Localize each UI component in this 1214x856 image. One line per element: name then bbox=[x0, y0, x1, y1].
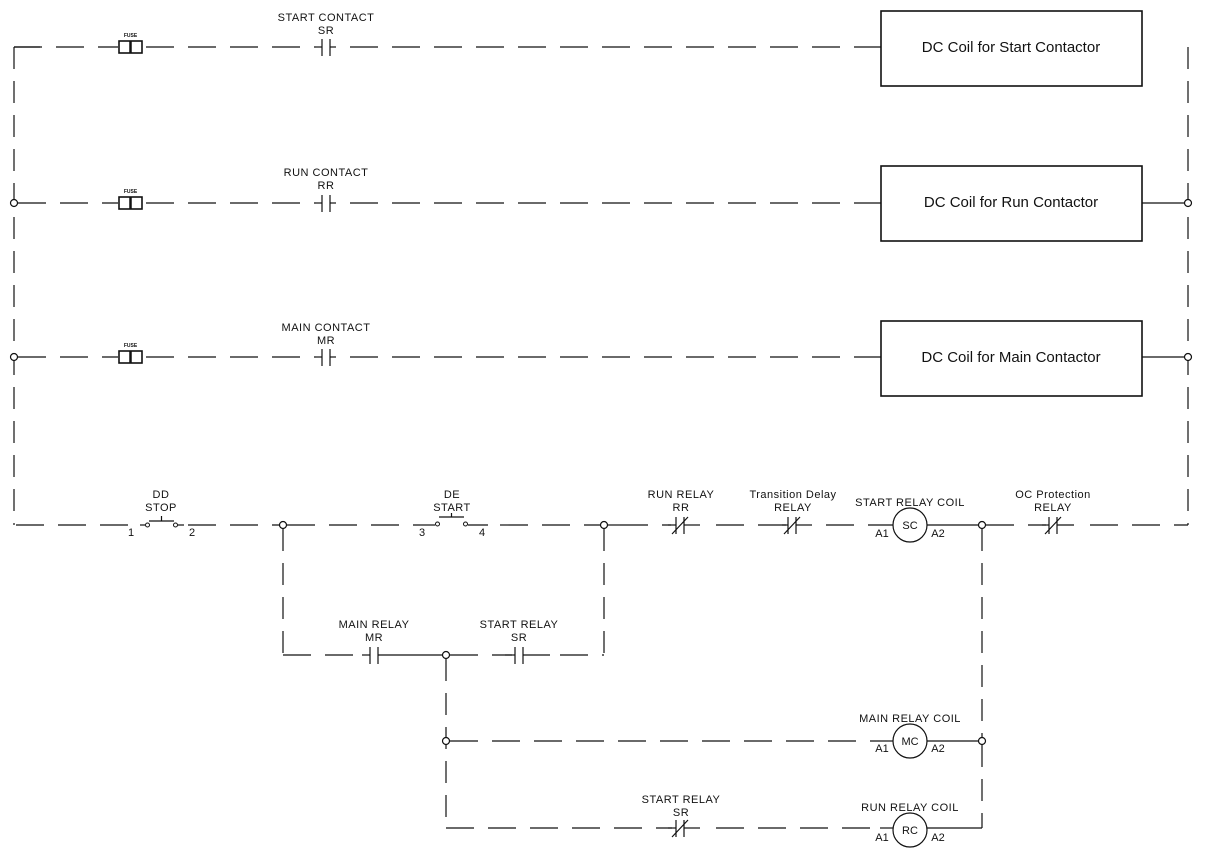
contact-title: START CONTACT bbox=[278, 12, 375, 24]
junction-node bbox=[441, 650, 451, 660]
normally-closed-contact-icon bbox=[668, 819, 700, 838]
stop-terminal-2: 2 bbox=[189, 527, 195, 539]
start-relay-coil-symbol: SC bbox=[902, 520, 917, 532]
main-relay-coil-symbol: MC bbox=[901, 736, 918, 748]
transition-delay-tag: RELAY bbox=[774, 502, 812, 514]
dc-coil-run-box bbox=[880, 165, 1143, 242]
dc-coil-run-label: DC Coil for Run Contactor bbox=[924, 194, 1098, 211]
junction-node bbox=[1183, 352, 1193, 362]
normally-open-contact-icon bbox=[362, 647, 410, 664]
start-relay-nc-title: START RELAY bbox=[642, 794, 721, 806]
contact-tag: RR bbox=[318, 180, 335, 192]
normally-open-contact-icon bbox=[316, 349, 336, 366]
contact-title: RUN CONTACT bbox=[284, 167, 369, 179]
start-relay-coil-a1: A1 bbox=[875, 528, 888, 540]
run-relay-coil-a1: A1 bbox=[875, 832, 888, 844]
oc-protection-tag: RELAY bbox=[1034, 502, 1072, 514]
fuse-label: FUSE bbox=[124, 343, 138, 349]
main-relay-tag: MR bbox=[365, 632, 383, 644]
run-coil-rung: START RELAY SR RC RUN RELAY COIL A1 A2 bbox=[446, 794, 982, 848]
seal-in-branch: MAIN RELAY MR START RELAY SR bbox=[282, 529, 605, 664]
contact-tag: MR bbox=[317, 335, 335, 347]
run-relay-coil-title: RUN RELAY COIL bbox=[861, 802, 959, 814]
junction-node bbox=[278, 520, 288, 530]
junction-node bbox=[441, 736, 451, 746]
junction-node bbox=[599, 520, 609, 530]
normally-closed-contact-icon bbox=[1042, 516, 1074, 535]
rung-run-contactor: FUSE RUN CONTACT RR DC Coil for Run Cont… bbox=[9, 165, 1193, 242]
dc-coil-main-box bbox=[880, 320, 1143, 397]
run-relay-coil-a2: A2 bbox=[931, 832, 944, 844]
start-relay-coil-a2: A2 bbox=[931, 528, 944, 540]
start-relay-tag: SR bbox=[511, 632, 527, 644]
main-relay-coil-title: MAIN RELAY COIL bbox=[859, 713, 961, 725]
contact-title: MAIN CONTACT bbox=[282, 322, 371, 334]
stop-terminal-1: 1 bbox=[128, 527, 134, 539]
fuse-icon: FUSE bbox=[118, 343, 143, 364]
normally-closed-contact-icon bbox=[668, 516, 700, 535]
run-relay-title: RUN RELAY bbox=[648, 489, 715, 501]
stop-pushbutton-icon bbox=[140, 516, 184, 528]
start-relay-nc-tag: SR bbox=[673, 807, 689, 819]
fuse-label: FUSE bbox=[124, 33, 138, 39]
normally-open-contact-icon bbox=[505, 647, 550, 664]
stop-title: DD bbox=[153, 489, 170, 501]
contact-tag: SR bbox=[318, 25, 334, 37]
junction-node bbox=[1183, 198, 1193, 208]
dc-coil-start-box bbox=[880, 10, 1143, 87]
main-relay-coil-a2: A2 bbox=[931, 743, 944, 755]
normally-open-contact-icon bbox=[316, 39, 336, 56]
dc-coil-main-label: DC Coil for Main Contactor bbox=[921, 349, 1100, 366]
fuse-label: FUSE bbox=[124, 189, 138, 195]
start-terminal-3: 3 bbox=[419, 527, 425, 539]
run-relay-tag: RR bbox=[673, 502, 690, 514]
junction-node bbox=[977, 736, 987, 746]
fuse-icon: FUSE bbox=[118, 189, 143, 210]
junction-node bbox=[977, 520, 987, 530]
start-title: DE bbox=[444, 489, 460, 501]
start-pushbutton-icon bbox=[420, 513, 488, 527]
main-coil-rung: MC MAIN RELAY COIL A1 A2 bbox=[441, 529, 987, 828]
run-relay-coil-symbol: RC bbox=[902, 825, 918, 837]
junction-node bbox=[9, 352, 19, 362]
rung-start-contactor: FUSE START CONTACT SR DC Coil for Start … bbox=[14, 10, 1143, 87]
rung-main-contactor: FUSE MAIN CONTACT MR DC Coil for Main Co… bbox=[9, 320, 1193, 397]
oc-protection-title: OC Protection bbox=[1015, 489, 1091, 501]
start-terminal-4: 4 bbox=[479, 527, 485, 539]
main-relay-coil-a1: A1 bbox=[875, 743, 888, 755]
start-relay-coil-title: START RELAY COIL bbox=[855, 497, 965, 509]
start-relay-title: START RELAY bbox=[480, 619, 559, 631]
control-rung: DD STOP 1 2 DE START 3 4 bbox=[16, 489, 1188, 543]
normally-closed-contact-icon bbox=[782, 516, 812, 535]
transition-delay-title: Transition Delay bbox=[749, 489, 836, 501]
normally-open-contact-icon bbox=[316, 195, 336, 212]
run-relay-coil-icon bbox=[892, 812, 928, 848]
junction-node bbox=[9, 198, 19, 208]
fuse-icon: FUSE bbox=[118, 33, 143, 54]
main-relay-title: MAIN RELAY bbox=[339, 619, 410, 631]
start-tag: START bbox=[433, 502, 471, 514]
stop-tag: STOP bbox=[145, 502, 177, 514]
dc-coil-start-label: DC Coil for Start Contactor bbox=[922, 39, 1100, 56]
